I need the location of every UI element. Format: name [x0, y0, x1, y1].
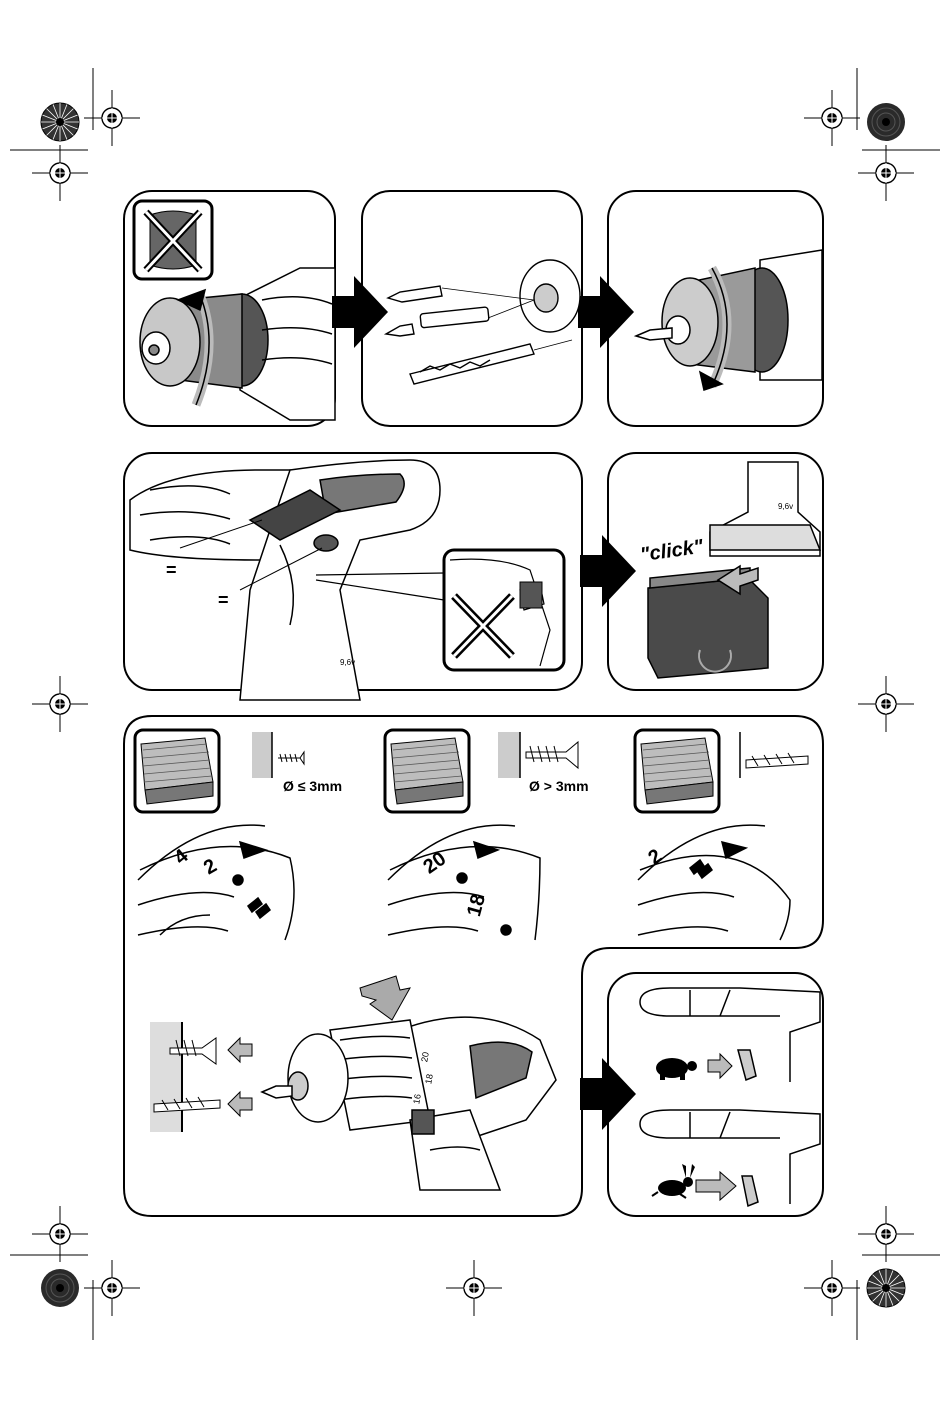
screw-large-label: Ø > 3mm [529, 778, 589, 794]
no-grip-warning-icon [134, 201, 212, 279]
equals-sign-2: = [218, 590, 229, 611]
registration-mark-icon [32, 676, 88, 732]
clutch-scale-16: 16 [411, 1093, 423, 1105]
voltage-label-2: 9,6v [778, 502, 793, 511]
registration-mark-icon [84, 1260, 140, 1316]
wood-block-icon [135, 730, 219, 812]
registration-mark-icon [32, 1206, 88, 1262]
registration-mark-icon [804, 90, 860, 146]
wood-block-icon [385, 730, 469, 812]
voltage-label-1: 9,6v [340, 658, 355, 667]
equals-sign-1: = [166, 560, 177, 581]
wood-block-icon [635, 730, 719, 812]
registration-mark-icon [858, 676, 914, 732]
registration-mark-icon [858, 1206, 914, 1262]
drill-warning-inset [444, 550, 564, 670]
clutch-scale-18: 18 [423, 1073, 435, 1085]
registration-mark-icon [32, 145, 88, 201]
registration-mark-icon [84, 90, 140, 146]
color-disk-mark-icon [41, 1269, 79, 1307]
registration-mark-icon [804, 1260, 860, 1316]
registration-mark-icon [446, 1260, 502, 1316]
color-disk-mark-icon [867, 103, 905, 141]
registration-mark-icon [858, 145, 914, 201]
screw-small-label: Ø ≤ 3mm [283, 778, 342, 794]
starburst-mark-icon [41, 103, 79, 141]
starburst-mark-icon [867, 1269, 905, 1307]
clutch-scale-20: 20 [419, 1051, 431, 1063]
